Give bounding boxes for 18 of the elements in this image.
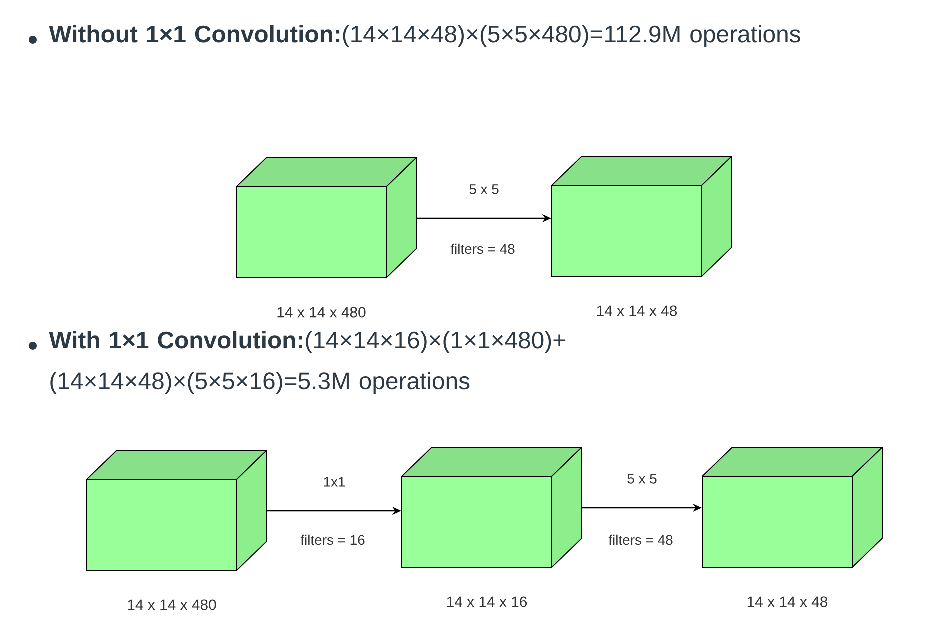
dimension-caption: 14 x 14 x 480 [278, 307, 366, 318]
cube [702, 447, 883, 568]
dimension-caption: 14 x 14 x 48 [748, 596, 828, 608]
filter-count-label: filters = 16 [300, 534, 365, 546]
dimension-caption: 14 x 14 x 48 [597, 306, 678, 316]
edge-label: 5 x 5 [470, 184, 499, 194]
bullet-text: With 1×1 Convolution:(14×14×16)×(1×1×480)+(14×14×48)×(5×5×16)=5.3M operations [49, 331, 566, 394]
cube [402, 447, 582, 568]
filter-count-label: filters = 48 [608, 534, 673, 546]
edge-label: 1x1 [324, 477, 346, 487]
dimension-caption: 14 x 14 x 480 [128, 600, 216, 610]
cube [236, 158, 417, 278]
cube [86, 450, 268, 571]
bullet-text: Without 1×1 Convolution:(14×14×48)×(5×5×480)=112.9M operations [49, 25, 800, 48]
cube [552, 156, 732, 277]
edge-label: 5 x 5 [628, 474, 657, 484]
filter-count-label: filters = 48 [450, 244, 515, 254]
dimension-caption: 14 x 14 x 16 [447, 596, 528, 608]
